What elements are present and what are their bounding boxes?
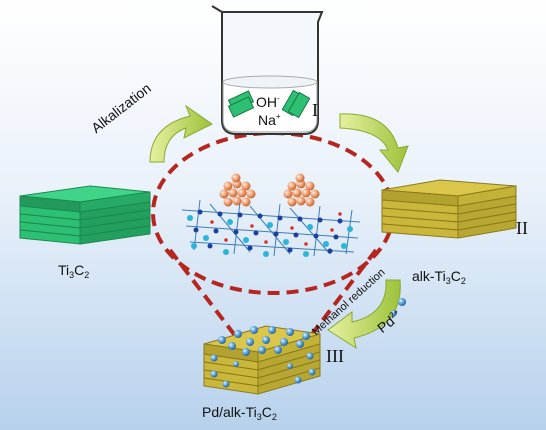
pd-alk-ti3c2-c-sub: 2 (271, 412, 277, 422)
roman-3-text: III (326, 346, 344, 366)
oh-text: OH (256, 94, 277, 110)
ti3c2-stack (19, 185, 151, 245)
pd-alk-ti3c2-c: C (261, 404, 272, 420)
pd-alk-ti3c2-stack (203, 325, 321, 395)
pd-alk-ti3c2-label: Pd/alk-Ti3C2 (202, 404, 277, 422)
crystal-structure (181, 173, 361, 257)
step-iii-label: III (326, 346, 344, 367)
oh-charge: - (277, 94, 280, 103)
ti3c2-c: C (74, 262, 85, 278)
oh-ion-label: OH- (256, 94, 280, 110)
step-i-label: I (312, 100, 318, 121)
pd-cluster (219, 173, 320, 207)
pd-nanoparticles (210, 326, 316, 388)
na-charge: + (275, 112, 281, 121)
alk-ti3c2-label: alk-Ti3C2 (412, 268, 466, 286)
step-ii-label: II (516, 218, 528, 239)
na-ion-label: Na+ (258, 112, 281, 128)
pd-alk-ti3c2-ti-sub: 3 (256, 412, 262, 422)
ti3c2-ti: Ti (58, 262, 70, 278)
step-i-arrow (339, 113, 409, 173)
alk-ti3c2-prefix: alk-Ti (412, 268, 446, 284)
methanol-reduction-arrow (327, 279, 401, 350)
alk-ti3c2-c: C (450, 268, 461, 284)
roman-1-text: I (312, 100, 318, 120)
ti3c2-c-sub: 2 (84, 270, 90, 280)
na-text: Na (258, 112, 276, 128)
alkalization-arrow (149, 104, 213, 163)
ti3c2-ti-sub: 3 (69, 270, 75, 280)
alk-ti3c2-c-sub: 2 (460, 276, 466, 286)
ti3c2-label: Ti3C2 (58, 262, 90, 280)
alk-ti3c2-stack (381, 179, 517, 239)
roman-2-text: II (516, 218, 528, 238)
alk-ti3c2-ti-sub: 3 (445, 276, 451, 286)
pd-ion-icon (391, 298, 406, 316)
pd-alk-ti3c2-prefix: Pd/alk-Ti (202, 404, 257, 420)
beaker-icon (211, 5, 324, 135)
